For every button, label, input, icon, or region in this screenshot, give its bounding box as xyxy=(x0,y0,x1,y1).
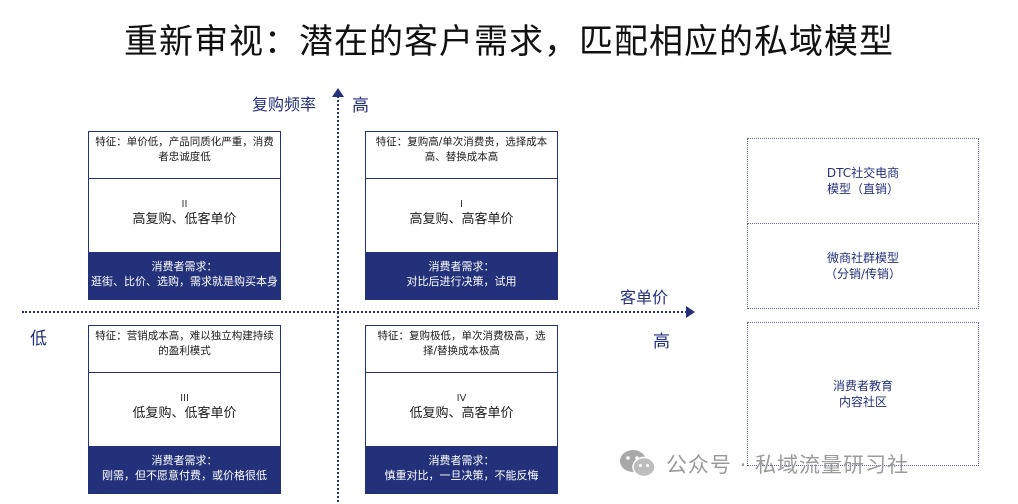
x-axis-label: 客单价 xyxy=(620,288,669,307)
model-consumer-education: 消费者教育 内容社区 xyxy=(747,322,979,466)
consumer-demand: 消费者需求： 慎重对比，一旦决策，不能反悔 xyxy=(366,446,557,493)
quadrant-title: 低复购、低客单价 xyxy=(132,406,237,421)
consumer-demand: 消费者需求： 逛街、比价、选购，需求就是购买本身 xyxy=(89,252,280,299)
model-edu-line2: 内容社区 xyxy=(838,395,887,409)
model-edu-line1: 消费者教育 xyxy=(832,379,893,393)
quadrant-feature: 特征：营销成本高，难以独立构建持续的盈利模式 xyxy=(89,326,280,373)
quadrant-iii: 特征：营销成本高，难以独立构建持续的盈利模式 III 低复购、低客单价 消费者需… xyxy=(88,325,281,494)
quadrant-i: 特征：复购高/单次消费贵，选择成本高、替换成本高 I 高复购、高客单价 消费者需… xyxy=(365,131,558,300)
consumer-demand-text: 逛街、比价、选购，需求就是购买本身 xyxy=(91,275,278,288)
quadrant-title: 高复购、高客单价 xyxy=(409,212,514,227)
model-weishang-line1: 微商社群模型 xyxy=(826,251,899,265)
model-weishang-line2: （分销/传销） xyxy=(824,267,902,281)
watermark: 公众号 · 私域流量研习社 xyxy=(618,446,909,482)
x-axis-high-label: 高 xyxy=(653,332,670,352)
y-axis-label: 复购频率 xyxy=(252,95,317,114)
quadrant-number: IV xyxy=(456,393,467,404)
quadrant-iv: 特征：复购极低，单次消费极高，选择/替换成本极高 IV 低复购、高客单价 消费者… xyxy=(365,325,558,494)
consumer-demand-title: 消费者需求： xyxy=(151,454,218,467)
y-axis-high-label: 高 xyxy=(352,96,369,116)
quadrant-ii: 特征：单价低，产品同质化严重，消费者忠诚度低 II 高复购、低客单价 消费者需求… xyxy=(88,131,281,300)
wechat-icon xyxy=(620,450,656,478)
quadrant-title: 低复购、高客单价 xyxy=(409,406,514,421)
quadrant-number: I xyxy=(460,199,463,210)
quadrant-feature: 特征：复购极低，单次消费极高，选择/替换成本极高 xyxy=(366,326,557,373)
model-dtc-line2: 模型（直销） xyxy=(826,182,899,196)
model-dtc: DTC社交电商 模型（直销） xyxy=(747,138,979,224)
consumer-demand-title: 消费者需求： xyxy=(428,260,495,273)
quadrant-feature: 特征：单价低，产品同质化严重，消费者忠诚度低 xyxy=(89,132,280,179)
consumer-demand: 消费者需求： 对比后进行决策，试用 xyxy=(366,252,557,299)
quadrant-feature: 特征：复购高/单次消费贵，选择成本高、替换成本高 xyxy=(366,132,557,179)
consumer-demand-title: 消费者需求： xyxy=(151,260,218,273)
quadrant-title: 高复购、低客单价 xyxy=(132,212,237,227)
horizontal-axis xyxy=(22,311,687,313)
watermark-text: 公众号 · 私域流量研习社 xyxy=(666,453,910,477)
quadrant-number: II xyxy=(181,199,188,210)
consumer-demand-text: 刚需，但不愿意付费，或价格很低 xyxy=(102,469,267,482)
consumer-demand-text: 对比后进行决策，试用 xyxy=(406,275,517,288)
model-weishang: 微商社群模型 （分销/传销） xyxy=(747,223,979,309)
consumer-demand: 消费者需求： 刚需，但不愿意付费，或价格很低 xyxy=(89,446,280,493)
quadrant-number: III xyxy=(180,393,189,404)
horizontal-axis-arrow-icon xyxy=(686,306,695,318)
x-axis-low-label: 低 xyxy=(30,329,47,349)
consumer-demand-text: 慎重对比，一旦决策，不能反悔 xyxy=(384,469,539,482)
vertical-axis-arrow-icon xyxy=(332,88,344,97)
model-dtc-line1: DTC社交电商 xyxy=(826,166,900,180)
vertical-axis xyxy=(337,96,339,502)
page-title: 重新审视：潜在的客户需求，匹配相应的私域模型 xyxy=(124,22,894,62)
consumer-demand-title: 消费者需求： xyxy=(428,454,495,467)
